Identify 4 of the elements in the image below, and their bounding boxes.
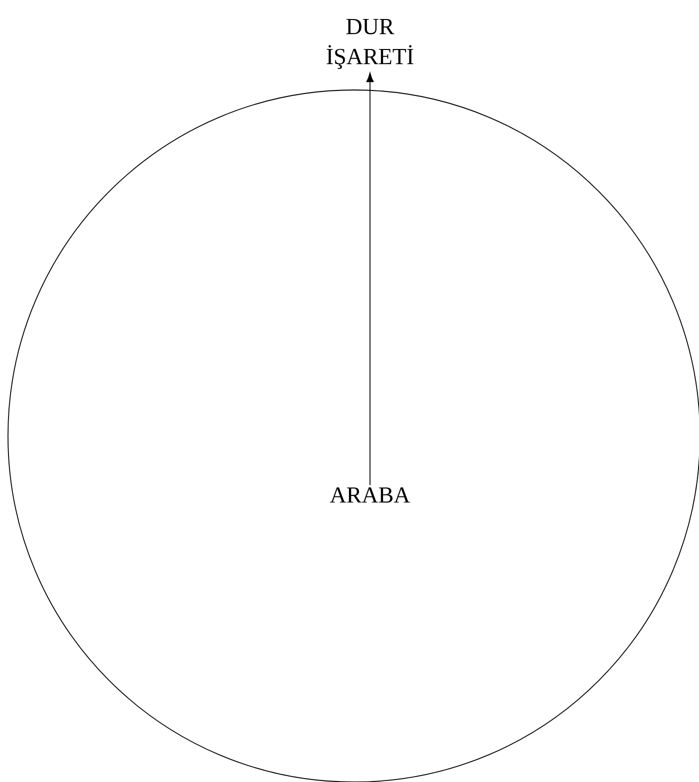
- label-text: ARABA: [330, 487, 410, 503]
- label-text: DUR İŞARETİ: [326, 19, 414, 69]
- arrow: [366, 72, 374, 486]
- circle-outline: [8, 90, 699, 782]
